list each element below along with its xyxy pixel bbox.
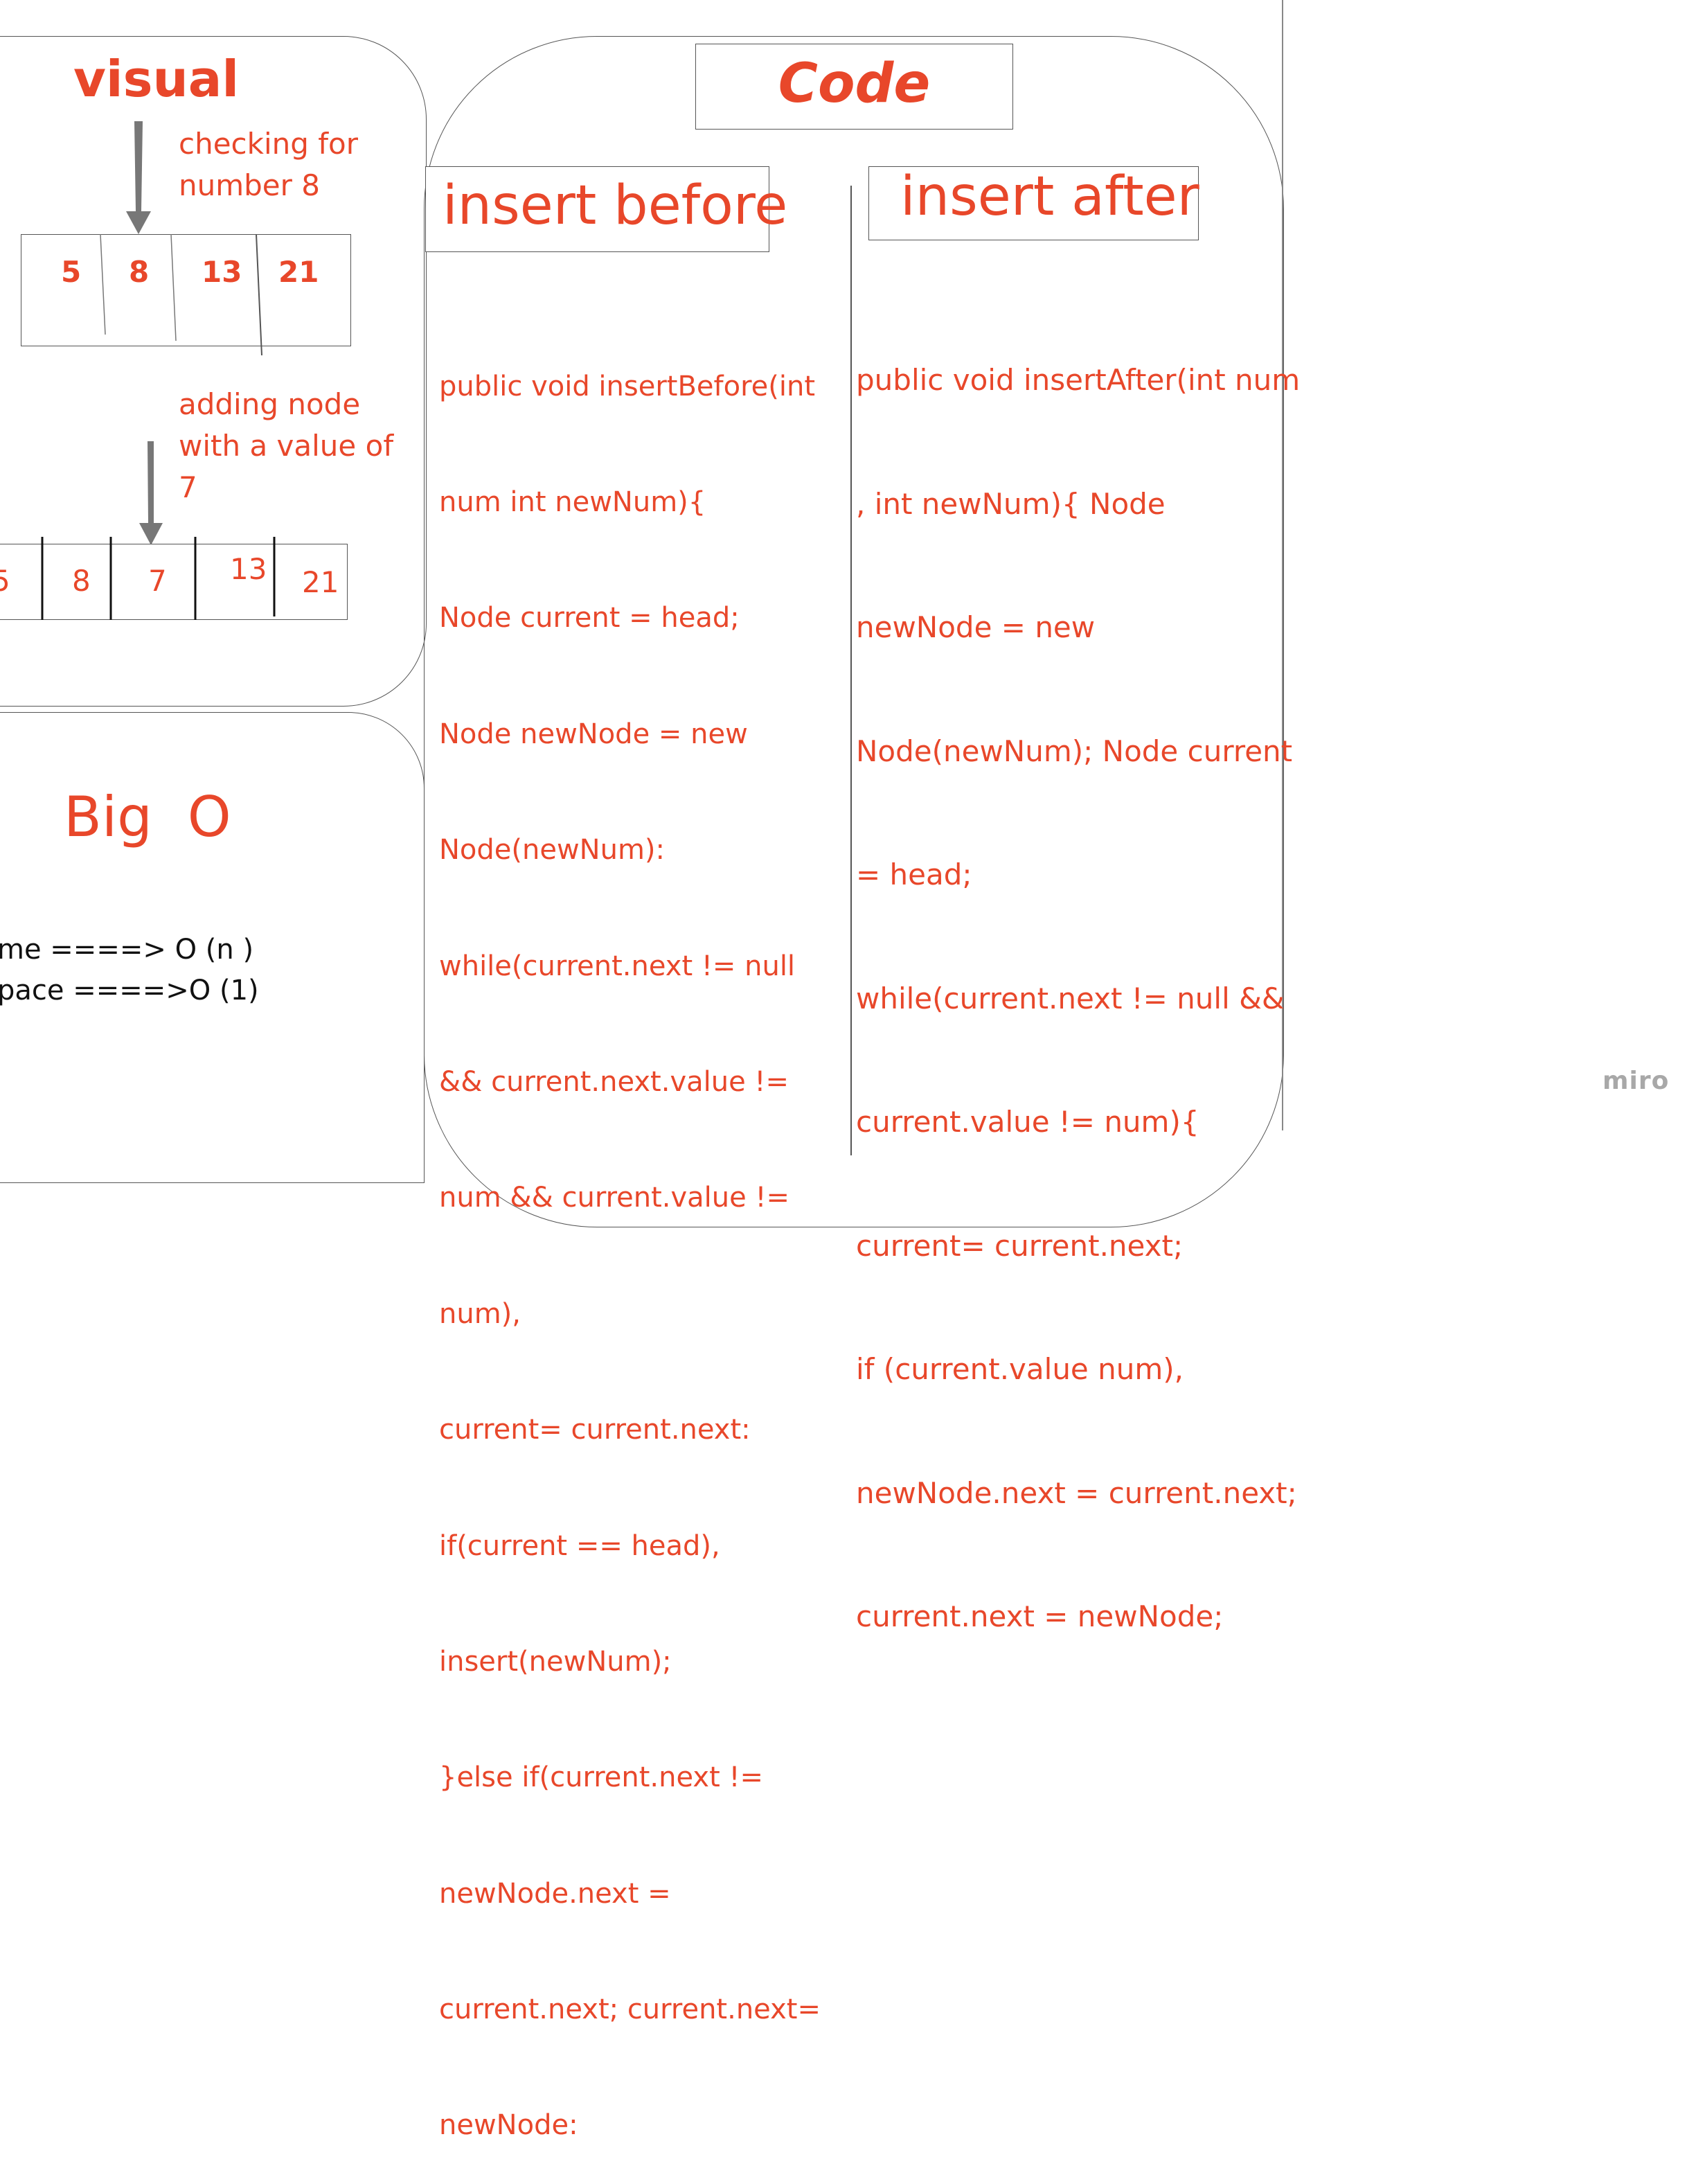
code-line: num), [439, 1297, 521, 1330]
insert-note-line: adding node [179, 387, 361, 421]
code-line: public void insertBefore(int [439, 370, 816, 402]
list2-node: 5 [0, 564, 10, 598]
code-line: Node newNode = new [439, 718, 748, 750]
insert-pointer-arrow [139, 441, 163, 545]
list1-node: 5 [61, 255, 82, 289]
miro-watermark: miro [1603, 1067, 1670, 1095]
search-note-line: checking for [179, 127, 359, 161]
code-line: && current.next.value != [439, 1065, 789, 1098]
time-complexity: me ====> O (n ) [0, 934, 254, 966]
code-line: , int newNum){ Node [856, 486, 1166, 521]
code-line: newNode.next = [439, 1877, 671, 1910]
insert-before-code: public void insertBefore(int num int new… [439, 290, 821, 2184]
code-line: newNode = new [856, 610, 1096, 644]
code-line: newNode: [439, 2109, 578, 2142]
bigo-title: Big O [64, 785, 231, 849]
list1-node: 13 [202, 255, 242, 289]
code-line: Node(newNum): [439, 834, 665, 867]
code-line: current= current.next; [856, 1228, 1184, 1263]
list2-node: 7 [148, 564, 167, 598]
insert-before-title: insert before [443, 175, 788, 237]
code-line: current.next = newNode; [856, 1599, 1224, 1633]
search-pointer-arrow [126, 121, 151, 234]
divider-line [1282, 0, 1283, 1130]
code-line: num int newNum){ [439, 486, 706, 518]
code-line: current.next; current.next= [439, 1994, 821, 2026]
code-line: while(current.next != null [439, 950, 796, 982]
code-title: Code [695, 44, 1013, 130]
code-line: Node current = head; [439, 602, 740, 634]
bigo-lines: me ====> O (n ) pace ====>O (1) [0, 930, 259, 1011]
code-line: insert(newNum); [439, 1645, 672, 1678]
code-line: current= current.next: [439, 1414, 751, 1446]
code-line: }else if(current.next != [439, 1761, 764, 1794]
code-line: public void insertAfter(int num [856, 363, 1301, 397]
linked-list-insert [0, 544, 348, 620]
insert-note: adding node with a value of 7 [179, 384, 393, 508]
column-divider [850, 186, 852, 1155]
insert-after-title: insert after [900, 166, 1199, 228]
space-complexity: pace ====>O (1) [0, 975, 259, 1006]
code-line: if(current == head), [439, 1529, 720, 1562]
list1-dividers [100, 233, 262, 356]
code-line: newNode.next = current.next; [856, 1475, 1297, 1510]
list1-node: 21 [278, 255, 319, 289]
code-line: current.value != num){ [856, 1105, 1199, 1139]
insert-before-heading: insert before [425, 166, 787, 252]
code-title-text: Code [778, 53, 931, 115]
list2-node: 21 [302, 565, 339, 599]
list2-dividers [41, 537, 276, 620]
insert-note-line: 7 [179, 470, 197, 504]
code-line: = head; [856, 858, 972, 891]
code-line: while(current.next != null && [856, 981, 1285, 1015]
visual-panel [0, 36, 427, 707]
code-line: Node(newNum); Node current [856, 734, 1293, 768]
code-line: num && current.value != [439, 1182, 790, 1214]
linked-list-search [21, 234, 351, 346]
search-note-line: number 8 [179, 168, 320, 202]
insert-after-code: public void insertAfter(int num , int ne… [856, 277, 1300, 1678]
visual-title: visual [73, 50, 239, 108]
list2-node: 8 [72, 564, 91, 598]
code-line: if (current.value num), [856, 1352, 1184, 1386]
list1-node: 8 [129, 255, 150, 289]
insert-note-line: with a value of [179, 429, 394, 463]
insert-after-heading: insert after [868, 166, 1199, 240]
search-note: checking for number 8 [179, 123, 358, 206]
list2-node: 13 [230, 552, 267, 586]
